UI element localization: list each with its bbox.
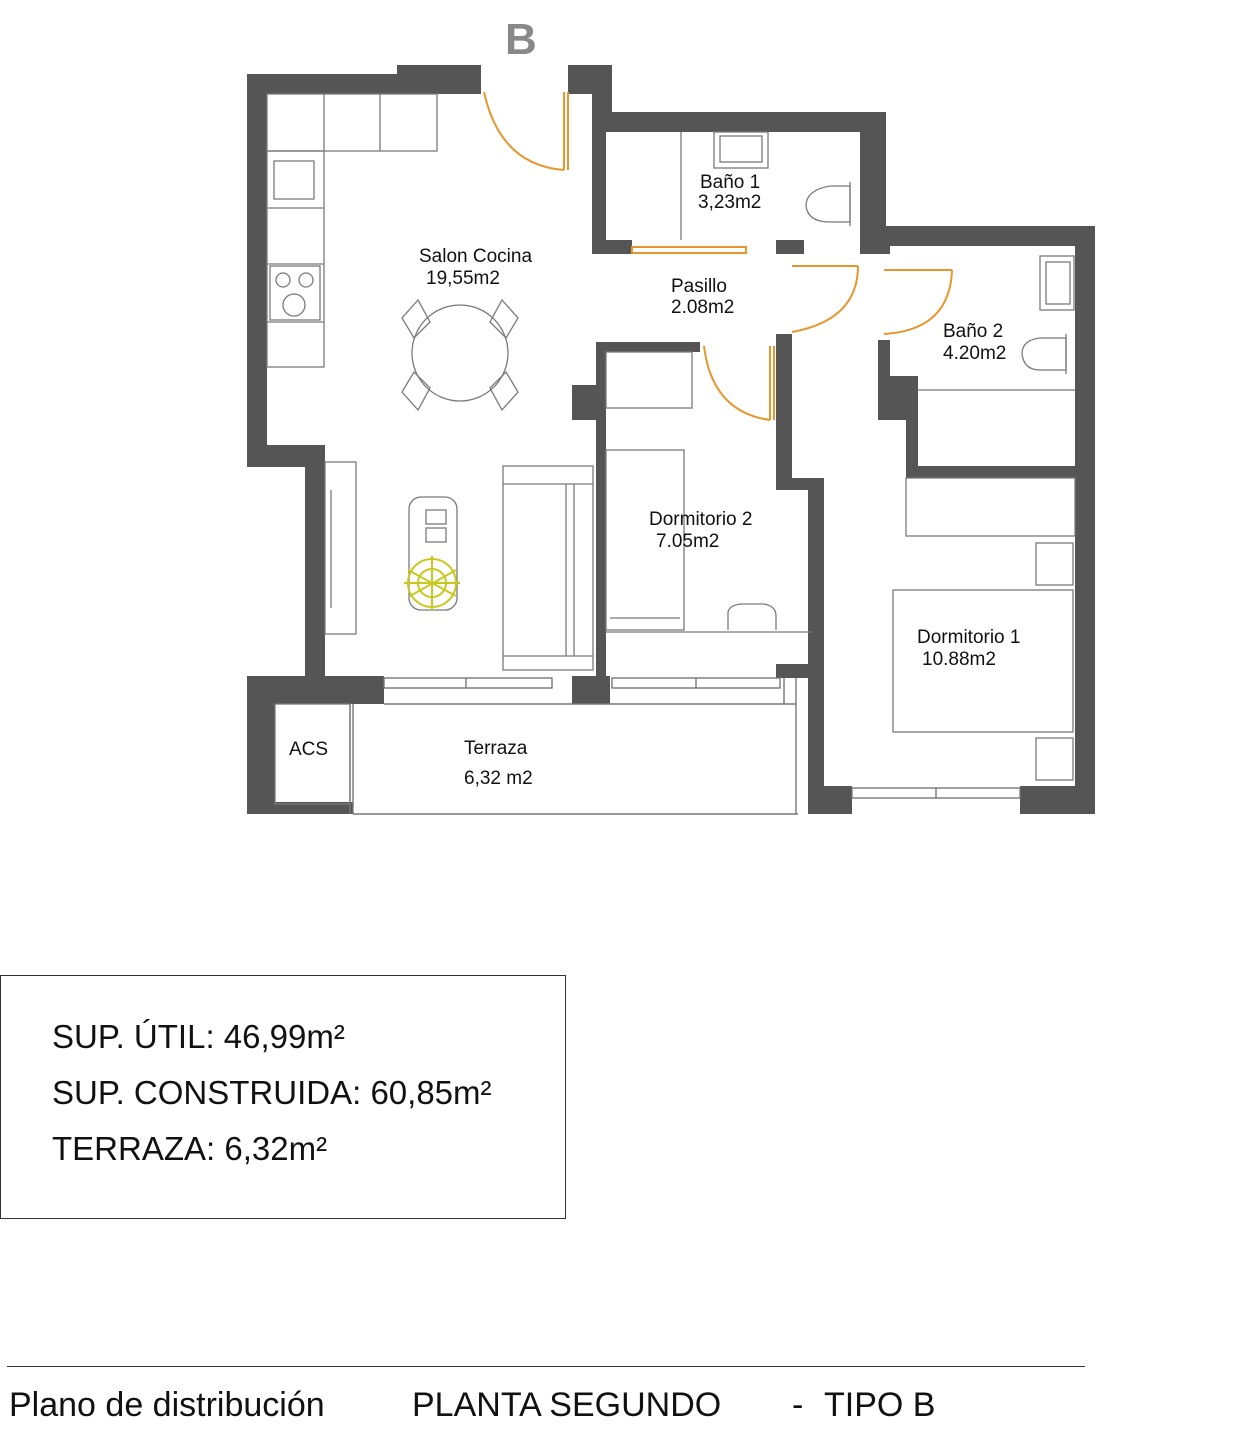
room-area-bano-1: 3,23m2: [698, 192, 761, 213]
room-area-terraza: 6,32 m2: [464, 768, 533, 789]
footer-plan-title: Plano de distribución: [9, 1386, 325, 1424]
room-name-acs: ACS: [289, 739, 328, 760]
footer-unit-type: TIPO B: [824, 1386, 936, 1424]
walls: [247, 65, 1095, 814]
footer-floor-name: PLANTA SEGUNDO: [412, 1386, 722, 1424]
room-name-dormitorio-2: Dormitorio 2: [649, 509, 752, 530]
doors: [483, 91, 953, 421]
room-name-terraza: Terraza: [464, 738, 528, 759]
room-name-bano-2: Baño 2: [943, 321, 1003, 342]
plant-icon: [404, 556, 460, 610]
summary-built-area: SUP. CONSTRUIDA: 60,85m²: [52, 1074, 492, 1111]
room-labels: Salon Cocina 19,55m2 Baño 1 3,23m2 Pasil…: [289, 172, 1020, 789]
room-area-pasillo: 2.08m2: [671, 297, 734, 318]
summary-terrace-area: TERRAZA: 6,32m²: [52, 1130, 328, 1167]
floor-plan: B: [247, 15, 1095, 815]
room-name-salon-cocina: Salon Cocina: [419, 246, 532, 267]
footer-divider: [7, 1366, 1085, 1367]
room-area-dormitorio-2: 7.05m2: [656, 531, 719, 552]
footer-separator: -: [792, 1386, 804, 1424]
room-area-bano-2: 4.20m2: [943, 343, 1006, 364]
room-area-dormitorio-1: 10.88m2: [922, 649, 996, 670]
area-summary-box: SUP. ÚTIL: 46,99m² SUP. CONSTRUIDA: 60,8…: [0, 975, 566, 1219]
furniture: [266, 93, 1076, 805]
room-name-pasillo: Pasillo: [671, 276, 727, 297]
room-name-bano-1: Baño 1: [700, 172, 760, 193]
room-area-salon-cocina: 19,55m2: [426, 268, 500, 289]
unit-marker: B: [505, 15, 537, 64]
room-name-dormitorio-1: Dormitorio 1: [917, 627, 1020, 648]
windows: [349, 677, 1021, 815]
summary-util-area: SUP. ÚTIL: 46,99m²: [52, 1018, 345, 1055]
